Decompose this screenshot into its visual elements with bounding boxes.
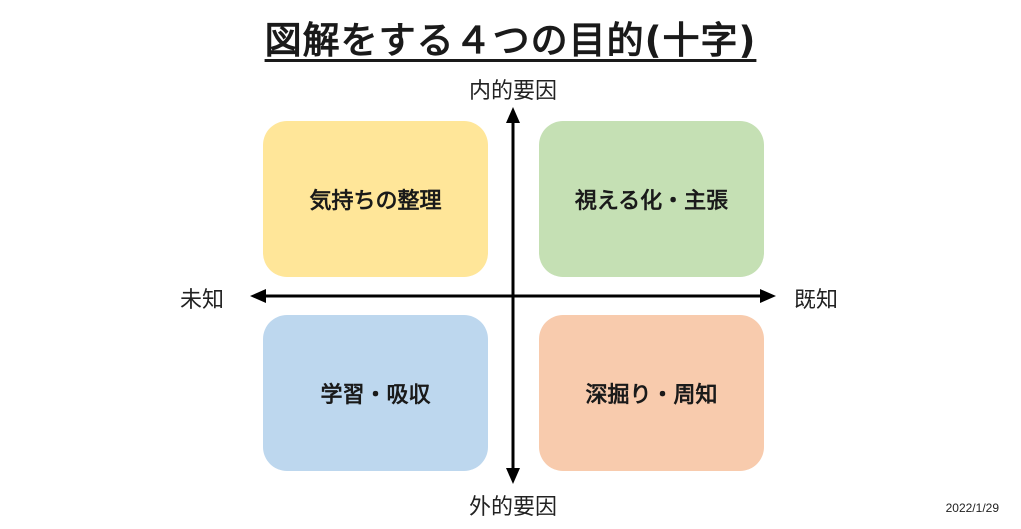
date-stamp: 2022/1/29 [945,501,999,515]
axis-label-bottom: 外的要因 [469,495,558,520]
quadrant-label: 視える化・主張 [574,189,729,214]
axis-label-right: 既知 [794,288,839,313]
arrow-down-icon [506,468,520,484]
arrow-up-icon [506,107,520,123]
arrow-right-icon [760,289,776,303]
quadrant-label: 深掘り・周知 [585,383,718,408]
axis-label-top: 内的要因 [469,79,558,104]
arrow-left-icon [250,289,266,303]
quadrant-top-right: 視える化・主張 [539,121,764,277]
quadrant-label: 気持ちの整理 [309,189,442,214]
quadrant-label: 学習・吸収 [320,383,431,408]
quadrant-top-left: 気持ちの整理 [263,121,488,277]
axis-label-left: 未知 [180,288,225,313]
quadrant-bottom-left: 学習・吸収 [263,315,488,471]
page-title: 図解をする４つの目的(十字) [264,19,757,62]
quadrant-bottom-right: 深掘り・周知 [539,315,764,471]
